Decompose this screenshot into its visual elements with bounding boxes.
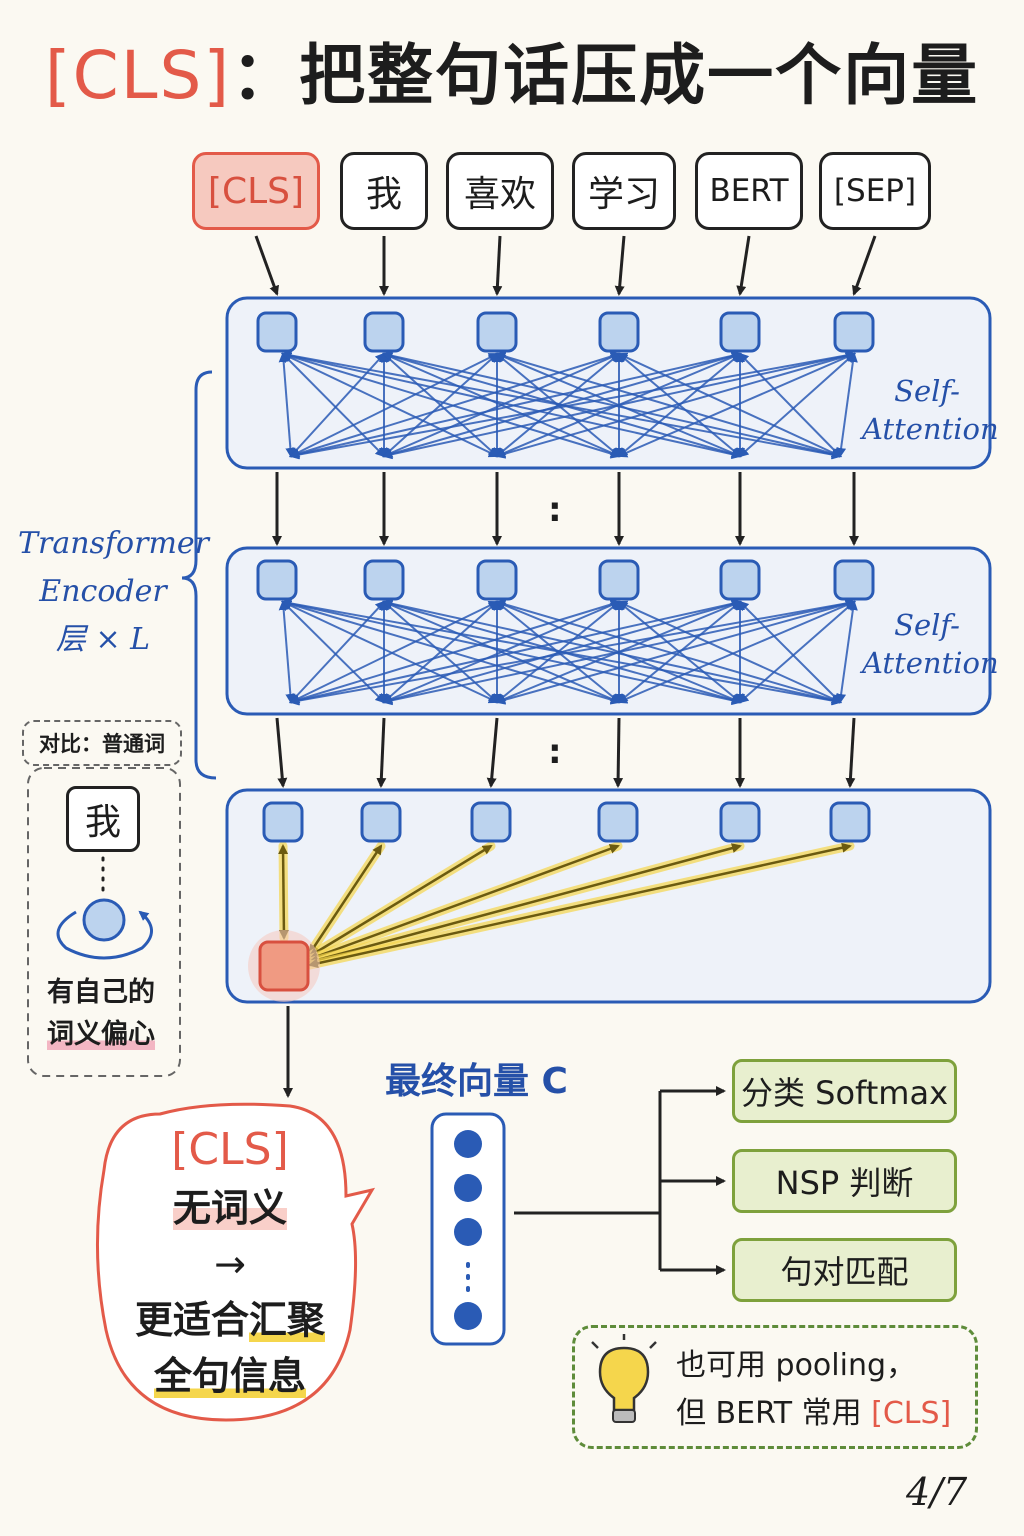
bubble-arrow: →: [214, 1242, 246, 1286]
self-attention-label-1: Self- Attention: [862, 374, 999, 446]
layer-ellipsis-1: :: [548, 490, 562, 530]
attention-edge: [836, 600, 858, 704]
bubble-line-1: 无词义: [172, 1186, 287, 1230]
output-pair-match: 句对匹配: [732, 1238, 957, 1302]
bias-line-1: 有自己的: [47, 977, 155, 1008]
bubble-line-3: 全句信息: [153, 1354, 306, 1398]
layer-arrow: [275, 717, 288, 788]
token-node: [476, 559, 518, 601]
token-node: [719, 311, 761, 353]
input-arrow: [614, 235, 626, 296]
token-node: [363, 559, 405, 601]
token-node: [598, 311, 640, 353]
comparison-panel: [27, 767, 181, 1077]
token-sep: [SEP]: [819, 152, 931, 230]
self-attention-label-2: Self- Attention: [862, 608, 999, 680]
token-cls: [CLS]: [192, 152, 320, 230]
vector-label: 最终向量 C: [385, 1061, 568, 1102]
layer-arrow: [613, 717, 624, 788]
token-node: [360, 801, 402, 843]
token-node: [256, 559, 298, 601]
token-node: [597, 801, 639, 843]
token-xuexi: 学习: [572, 152, 676, 230]
token-node: [833, 311, 875, 353]
title-rest: ：把整句话压成一个向量: [231, 37, 980, 114]
token-node: [470, 801, 512, 843]
token-nodes: [256, 311, 875, 843]
title-cls: [CLS]: [44, 37, 232, 114]
token-wo: 我: [340, 152, 428, 230]
tip-line-2-prefix: 但 BERT 常用: [676, 1396, 872, 1431]
token-node: [719, 559, 761, 601]
output-softmax: 分类 Softmax: [732, 1059, 957, 1123]
attention-edge: [836, 352, 858, 458]
cls-attention-edge: [308, 842, 852, 969]
self-loop-arrow: [56, 910, 153, 960]
vector-element: [454, 1130, 482, 1158]
vector-element: [454, 1302, 482, 1330]
page-number: 4/7: [906, 1470, 968, 1514]
tip-text: 也可用 pooling， 但 BERT 常用 [CLS]: [676, 1342, 966, 1438]
bubble-text: [CLS] 无词义 → 更适合汇聚 全句信息: [100, 1120, 360, 1404]
attention-edges-layer-1: [278, 350, 858, 460]
cls-attention-edge: [278, 844, 289, 940]
comparison-bias-text: 有自己的 词义偏心: [36, 972, 166, 1056]
layer-ellipsis-2: :: [548, 732, 562, 772]
layer-arrows: [272, 472, 859, 788]
token-node: [262, 801, 304, 843]
encoder-brace: [181, 370, 217, 780]
attention-edge: [738, 352, 856, 458]
token-xihuan: 喜欢: [446, 152, 554, 230]
page-title: [CLS]：把整句话压成一个向量: [0, 22, 1024, 118]
input-arrow: [492, 235, 503, 296]
output-connectors: [514, 1086, 726, 1275]
vector-element: [454, 1174, 482, 1202]
tip-box: [572, 1325, 978, 1449]
token-node: [719, 801, 761, 843]
lightbulb-icon: [591, 1334, 657, 1423]
encoder-label: Transformer Encoder 层 × L: [18, 526, 210, 657]
token-bert: BERT: [695, 152, 803, 230]
output-nsp: NSP 判断: [732, 1149, 957, 1213]
token-node: [476, 311, 518, 353]
comparison-tag: 对比：普通词: [22, 720, 182, 766]
bubble-line-2-hl: 汇聚: [249, 1298, 326, 1342]
attention-edge: [738, 600, 856, 704]
input-arrows: [254, 235, 877, 296]
bubble-cls: [CLS]: [171, 1124, 289, 1175]
cls-output-node: [258, 940, 310, 992]
layer-arrow: [845, 717, 856, 788]
comparison-word: 我: [66, 786, 140, 852]
comparison-word-node: [82, 898, 126, 942]
layer-arrow: [486, 717, 499, 788]
vector-element: [454, 1218, 482, 1246]
tip-line-2-cls: [CLS]: [871, 1396, 952, 1431]
attention-edges-layer-2: [278, 598, 858, 706]
bias-line-2: 词义偏心: [47, 1019, 155, 1050]
tip-line-1: 也可用 pooling，: [676, 1348, 917, 1383]
token-node: [829, 801, 871, 843]
input-arrow: [736, 235, 751, 296]
layer-arrow: [376, 717, 387, 788]
token-node: [256, 311, 298, 353]
token-node: [598, 559, 640, 601]
token-node: [363, 311, 405, 353]
input-arrow: [852, 235, 877, 296]
bubble-line-2-prefix: 更适合: [134, 1298, 249, 1342]
token-node: [833, 559, 875, 601]
cls-attention-edges: [278, 841, 855, 970]
input-arrow: [254, 235, 279, 296]
